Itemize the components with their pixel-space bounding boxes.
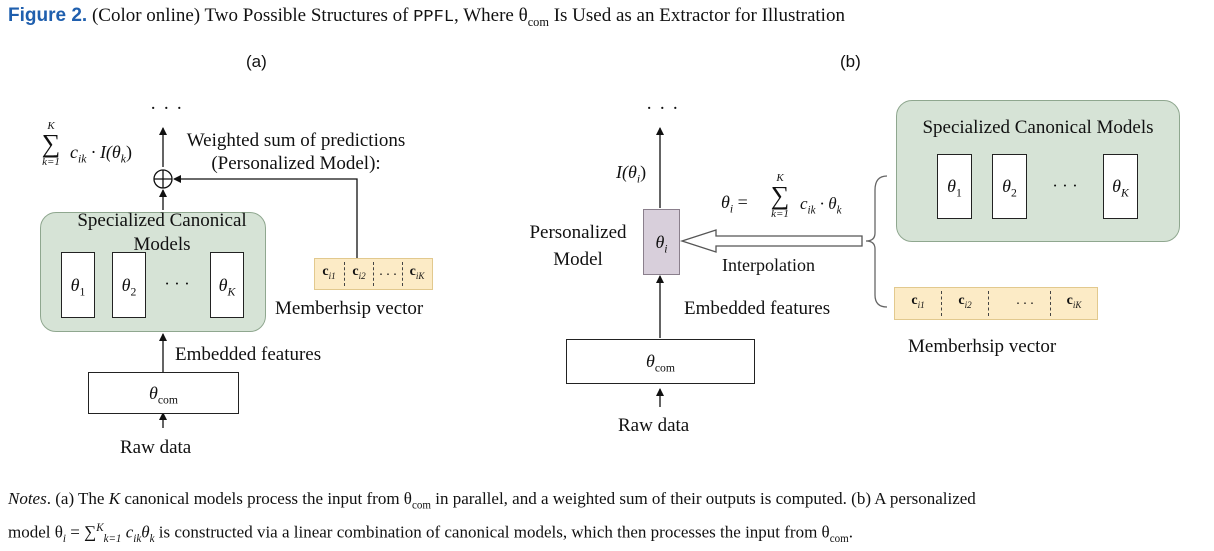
membership-cell-b-ellipsis: . . .: [1016, 293, 1034, 308]
separator: [373, 262, 374, 286]
separator: [988, 291, 989, 316]
membership-cell-b-2: ci2: [958, 293, 972, 310]
membership-cell-a-1: ci1: [322, 264, 336, 281]
sum-formula-b: K ∑ k=1: [770, 172, 790, 220]
raw-data-b: Raw data: [618, 415, 690, 436]
com-box-b: θcom: [566, 339, 755, 384]
interp-eq-lhs: θi =: [721, 192, 748, 216]
notes-line-2: model θi = ∑Kk=1 cikθk is constructed vi…: [8, 522, 853, 546]
theta-2-box-b: θ2: [992, 154, 1027, 219]
figure-notes: Notes. (a) The K canonical models proces…: [8, 487, 1208, 551]
sum-formula-a: K ∑ k=1: [36, 120, 66, 168]
interp-eq-rhs: cik · θk: [800, 194, 842, 217]
caption-text-post: , Where θ: [454, 5, 528, 26]
theta-1-box-a: θ1: [61, 252, 95, 318]
output-label-b: I(θi): [616, 162, 647, 186]
personalized-model-box: θi: [643, 209, 680, 275]
canonical-title-b: Specialized Canonical Models: [922, 117, 1154, 138]
diagram-lines: [153, 127, 888, 428]
theta-1-box-b: θ1: [937, 154, 972, 219]
membership-label-a: Memberhsip vector: [275, 298, 424, 319]
separator: [402, 262, 403, 286]
figure-caption-title: Figure 2. (Color online) Two Possible St…: [8, 5, 845, 30]
embedded-features-b: Embedded features: [684, 298, 831, 319]
embedded-features-a: Embedded features: [175, 344, 322, 365]
sigma-a: ∑: [41, 129, 61, 158]
separator: [1050, 291, 1051, 316]
membership-cell-a-K: ciK: [409, 264, 425, 281]
sum-upper-a: K: [47, 120, 55, 132]
com-box-a: θcom: [88, 372, 239, 414]
caption-code: PPFL: [413, 8, 455, 27]
sum-lower-a: k=1: [42, 156, 60, 168]
panel-b-label: (b): [840, 52, 861, 71]
figure-label: Figure 2.: [8, 5, 88, 26]
caption-text-pre: (Color online) Two Possible Structures o…: [91, 5, 414, 26]
theta-K-box-b: θK: [1103, 154, 1138, 219]
panel-b-dots: · · ·: [646, 98, 680, 119]
caption-sub: com: [527, 14, 549, 29]
membership-label-b: Memberhsip vector: [908, 336, 1057, 357]
personalized-model-label: Personalized Model: [529, 222, 627, 270]
theta-ellipsis-a: · · ·: [164, 274, 190, 293]
membership-vector-b: ci1 ci2 . . . ciK: [894, 287, 1098, 320]
theta-2-box-a: θ2: [112, 252, 146, 318]
raw-data-a: Raw data: [120, 437, 192, 458]
membership-cell-a-2: ci2: [352, 264, 366, 281]
panel-a-label: (a): [246, 52, 267, 71]
sum-expr-a: cik · I(θk): [70, 142, 132, 166]
theta-K-box-a: θK: [210, 252, 244, 318]
interpolation-arrow: [679, 229, 863, 253]
separator: [941, 291, 942, 316]
separator: [344, 262, 345, 286]
canonical-title-a: Specialized Canonical Models: [77, 210, 247, 255]
theta-ellipsis-b: · · ·: [1052, 176, 1078, 195]
interpolation-label: Interpolation: [722, 255, 815, 275]
membership-cell-a-ellipsis: . . .: [379, 264, 397, 279]
notes-line-1: Notes. (a) The K canonical models proces…: [8, 489, 976, 512]
membership-cell-b-K: ciK: [1066, 293, 1082, 310]
weighted-sum-label: Weighted sum of predictions (Personalize…: [186, 130, 406, 174]
brace: [865, 175, 888, 308]
membership-cell-b-1: ci1: [911, 293, 925, 310]
membership-vector-a: ci1 ci2 . . . ciK: [314, 258, 433, 290]
panel-a-dots: · · ·: [150, 98, 184, 119]
arrow-membership-to-sum-a: [173, 175, 358, 258]
caption-text-end: Is Used as an Extractor for Illustration: [548, 5, 845, 26]
